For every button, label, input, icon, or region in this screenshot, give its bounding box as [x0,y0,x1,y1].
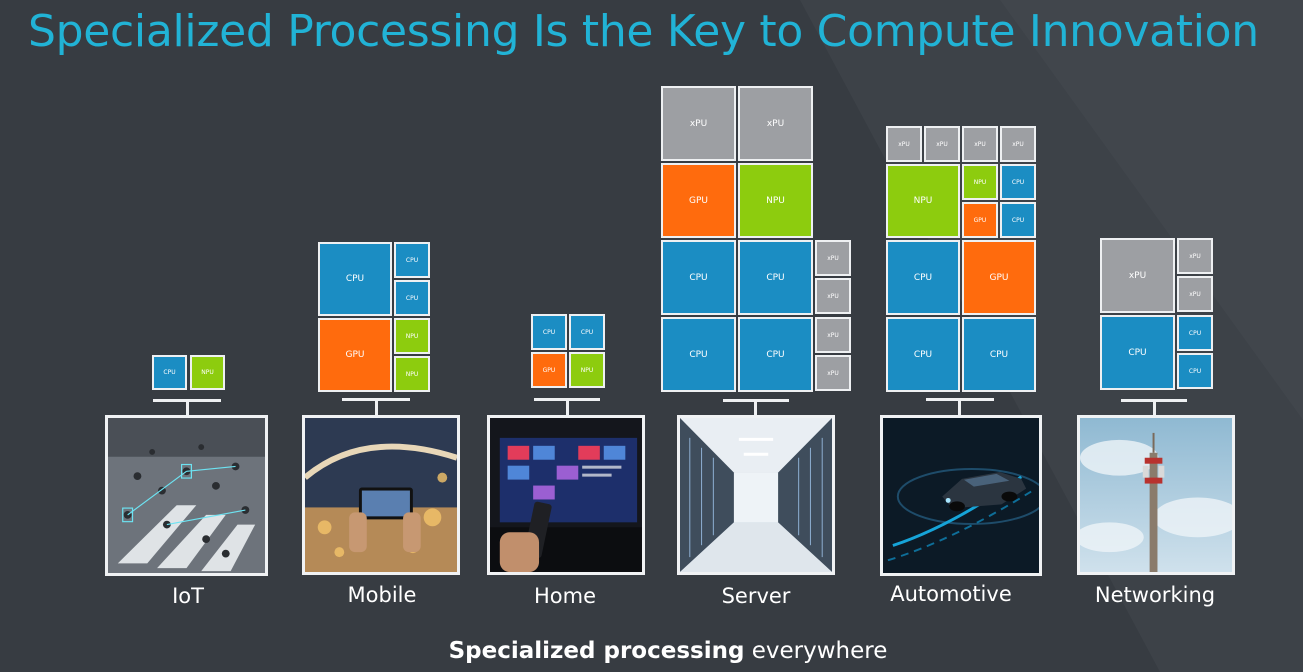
xpu-block: xPU [815,278,851,314]
xpu-block: xPU [962,126,998,162]
cell-tower-photo [1077,415,1235,575]
page-title: Specialized Processing Is the Key to Com… [28,6,1259,57]
cpu-block: CPU [1000,202,1036,238]
cpu-block: CPU [531,314,567,350]
cpu-block: CPU [569,314,605,350]
tagline-bold: Specialized processing [448,638,745,664]
smartphone-photo [302,415,460,575]
xpu-block: xPU [738,86,813,161]
xpu-block: xPU [1177,238,1213,274]
gpu-block: GPU [962,202,998,238]
cpu-block: CPU [394,280,430,316]
npu-block: NPU [394,318,430,354]
cpu-block: CPU [886,317,960,392]
npu-block: NPU [886,164,960,238]
cpu-block: CPU [661,317,736,392]
xpu-block: xPU [1177,276,1213,312]
connector-stem [186,399,189,416]
xpu-block: xPU [815,355,851,391]
cpu-block: CPU [738,240,813,315]
tagline-rest: everywhere [744,638,888,664]
connector-stem [1153,399,1156,417]
xpu-block: xPU [661,86,736,161]
xpu-block: xPU [815,317,851,353]
cpu-block: CPU [738,317,813,392]
xpu-block: xPU [1000,126,1036,162]
npu-block: NPU [190,355,225,390]
xpu-block: xPU [815,240,851,276]
cpu-block: CPU [1177,353,1213,389]
connector-stem [958,398,961,416]
datacenter-photo [677,415,835,575]
cpu-block: CPU [962,317,1036,392]
gpu-block: GPU [962,240,1036,315]
crowd-crosswalk-photo [105,415,268,576]
connector-stem [566,398,569,416]
category-label-networking: Networking [1094,583,1216,607]
cpu-block: CPU [394,242,430,278]
cpu-block: CPU [1177,315,1213,351]
gpu-block: GPU [531,352,567,388]
tv-remote-photo [487,415,645,575]
npu-block: NPU [962,164,998,200]
tagline: Specialized processing everywhere [0,638,1303,664]
cpu-block: CPU [1000,164,1036,200]
category-label-home: Home [533,584,597,608]
cpu-block: CPU [886,240,960,315]
cpu-block: CPU [1100,315,1175,390]
category-label-server: Server [721,584,791,608]
car-photo [880,415,1042,576]
npu-block: NPU [738,163,813,238]
gpu-block: GPU [661,163,736,238]
gpu-block: GPU [318,318,392,392]
category-label-automotive: Automotive [890,582,1012,606]
connector-stem [754,399,757,417]
xpu-block: xPU [924,126,960,162]
npu-block: NPU [569,352,605,388]
xpu-block: xPU [886,126,922,162]
cpu-block: CPU [318,242,392,316]
connector-stem [375,398,378,416]
npu-block: NPU [394,356,430,392]
category-label-mobile: Mobile [347,583,417,607]
category-label-iot: IoT [172,584,204,608]
cpu-block: CPU [661,240,736,315]
cpu-block: CPU [152,355,187,390]
xpu-block: xPU [1100,238,1175,313]
